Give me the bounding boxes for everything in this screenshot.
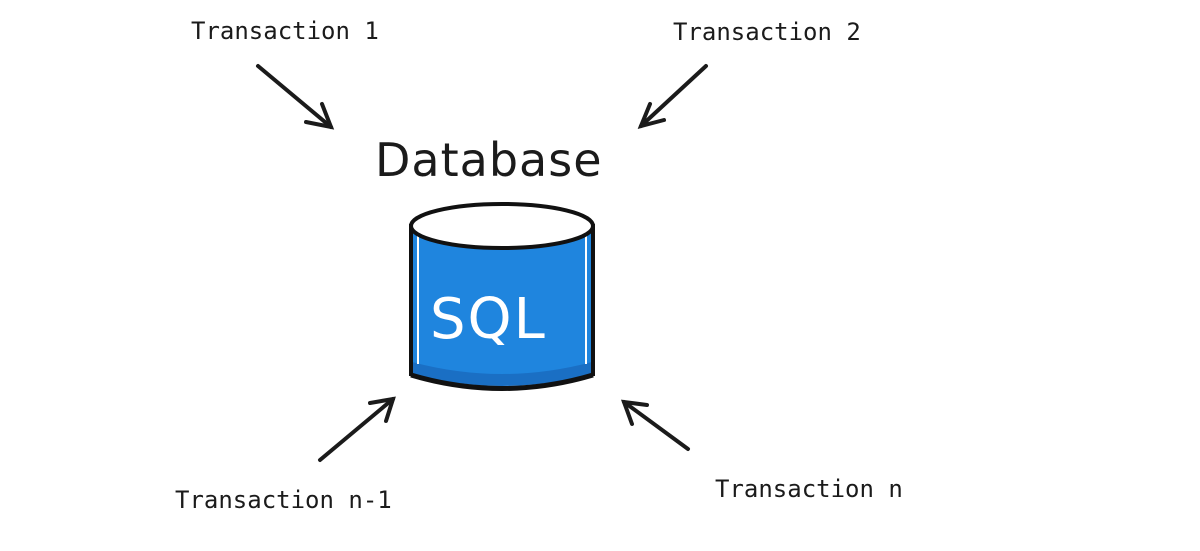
- transaction-2-label: Transaction 2: [673, 18, 861, 46]
- database-cylinder-icon: SQL: [409, 202, 595, 391]
- transaction-n-label: Transaction n: [715, 475, 903, 503]
- transaction-n-minus-1-label: Transaction n-1: [175, 486, 392, 514]
- arrow-icon: [620, 399, 690, 451]
- arrow-icon: [318, 396, 396, 462]
- database-sql-label: SQL: [430, 287, 547, 352]
- arrow-icon: [637, 64, 708, 129]
- database-title: Database: [375, 133, 603, 187]
- transaction-1-label: Transaction 1: [191, 17, 379, 45]
- arrow-icon: [256, 64, 335, 130]
